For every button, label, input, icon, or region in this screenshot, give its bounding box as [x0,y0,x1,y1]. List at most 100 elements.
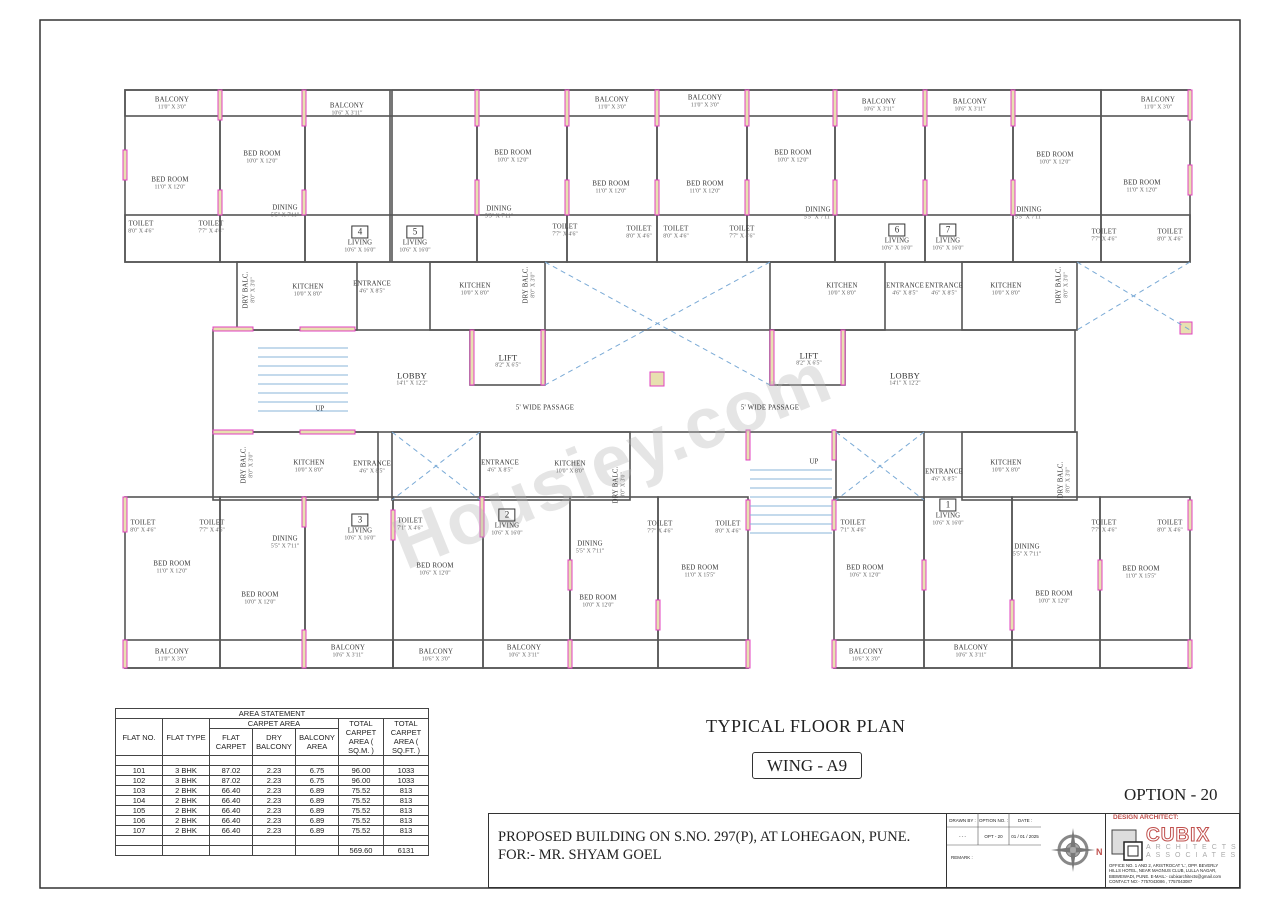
room-name: UP [809,458,819,466]
room-size: 10'6" X 3'0" [421,656,451,662]
room-name: BED ROOM [686,180,724,188]
room-size: 10'6" X 12'0" [849,572,881,578]
duct-line [835,431,925,501]
total-sqft: 6131 [383,845,429,856]
flat-number: 3 [351,513,369,527]
room-size: 8'0" X 3'0" [250,277,256,303]
room-name: BALCONY [594,96,630,104]
wall [212,431,379,501]
wall [212,329,1076,433]
room-name: TOILET [1091,228,1117,236]
firm-logo-text: CUBIX [1145,825,1211,847]
area-cell: 6.89 [295,785,339,796]
room-name: TOILET [663,225,689,233]
room-size: 10'0" X 12'0" [582,602,614,608]
room-size: 4'6" X 8'5" [931,290,957,296]
area-cell: 75.52 [338,805,384,816]
column [469,329,475,386]
area-cell: 1033 [383,775,429,786]
column [745,429,751,461]
area-cell: 6.89 [295,795,339,806]
room-size: 11'0" X 3'0" [597,104,627,110]
column [1010,179,1016,216]
room-size: 5'5" X 7'11" [1012,551,1042,557]
wall [219,496,306,669]
room-name: LIVING [935,237,961,245]
column [831,499,837,531]
remark-label: REMARK : [951,855,973,860]
area-cell: 87.02 [209,765,253,776]
room-name: LIVING [935,512,961,520]
room-name: TOILET [626,225,652,233]
column [745,639,751,669]
area-cell: 2.23 [252,785,296,796]
room-size: 7'7" X 4'6" [647,528,673,534]
area-cell: 66.40 [209,785,253,796]
room-name: 5' WIDE PASSAGE [740,404,800,412]
room-name: BALCONY [329,102,365,110]
area-cell: 102 [115,775,163,786]
room-name: DINING [1016,206,1042,214]
area-cell: 2.23 [252,825,296,836]
header-flat-type: FLAT TYPE [162,718,210,756]
room-label-dry-balc-: DRY BALC.8'0" X 3'0" [523,266,538,303]
room-name: KITCHEN [293,459,325,467]
room-name: KITCHEN [554,460,586,468]
room-name: TOILET [198,220,224,228]
room-size: 10'0" X 12'0" [497,157,529,163]
room-name: TOILET [1091,519,1117,527]
room-name: BALCONY [953,644,989,652]
wall [961,431,1078,501]
room-size: 10'0" X 8'0" [991,467,1021,473]
room-size: 8'0" X 3'0" [620,472,626,498]
room-size: 10'0" X 8'0" [555,468,585,474]
room-size: 11'0" X 15'5" [684,572,716,578]
room-label-dry-balc-: DRY BALC.8'0" X 3'0" [241,446,256,483]
room-size: 10'0" X 12'0" [777,157,809,163]
column [1187,639,1193,669]
room-name: DRY BALC. [612,466,620,504]
room-size: 11'0" X 3'0" [157,104,187,110]
area-cell: 66.40 [209,825,253,836]
room-name: BED ROOM [243,150,281,158]
room-size: 8'0" X 3'0" [1065,467,1071,493]
area-cell: 103 [115,785,163,796]
room-name: BED ROOM [494,149,532,157]
room-name: DINING [272,535,298,543]
column [122,639,128,669]
room-size: 7'7" X 4'6" [552,231,578,237]
room-size: 4'6" X 8'5" [931,476,957,482]
room-size: 11'0" X 12'0" [689,188,721,194]
column [831,429,837,461]
room-name: DRY BALC. [242,271,250,309]
room-name: KITCHEN [990,459,1022,467]
room-size: 4'6" X 8'5" [892,290,918,296]
address-line: HILLS HOTEL, NEAR MAGNUS CLUB, LULLA NAG… [1109,868,1217,874]
header-flat-carpet: FLAT CARPET [209,728,253,756]
area-cell: 2.23 [252,815,296,826]
room-size: 14'1" X 12'2" [396,380,428,386]
room-size: 11'0" X 12'0" [595,188,627,194]
room-label-dry-balc-: DRY BALC.8'0" X 3'0" [243,271,258,308]
header-total-sqft: TOTAL CARPET AREA ( SQ.FT. ) [383,718,429,756]
room-name: LIFT [498,352,518,363]
room-name: LIVING [347,527,373,535]
room-size: 7'7" X 4'6" [1091,527,1117,533]
